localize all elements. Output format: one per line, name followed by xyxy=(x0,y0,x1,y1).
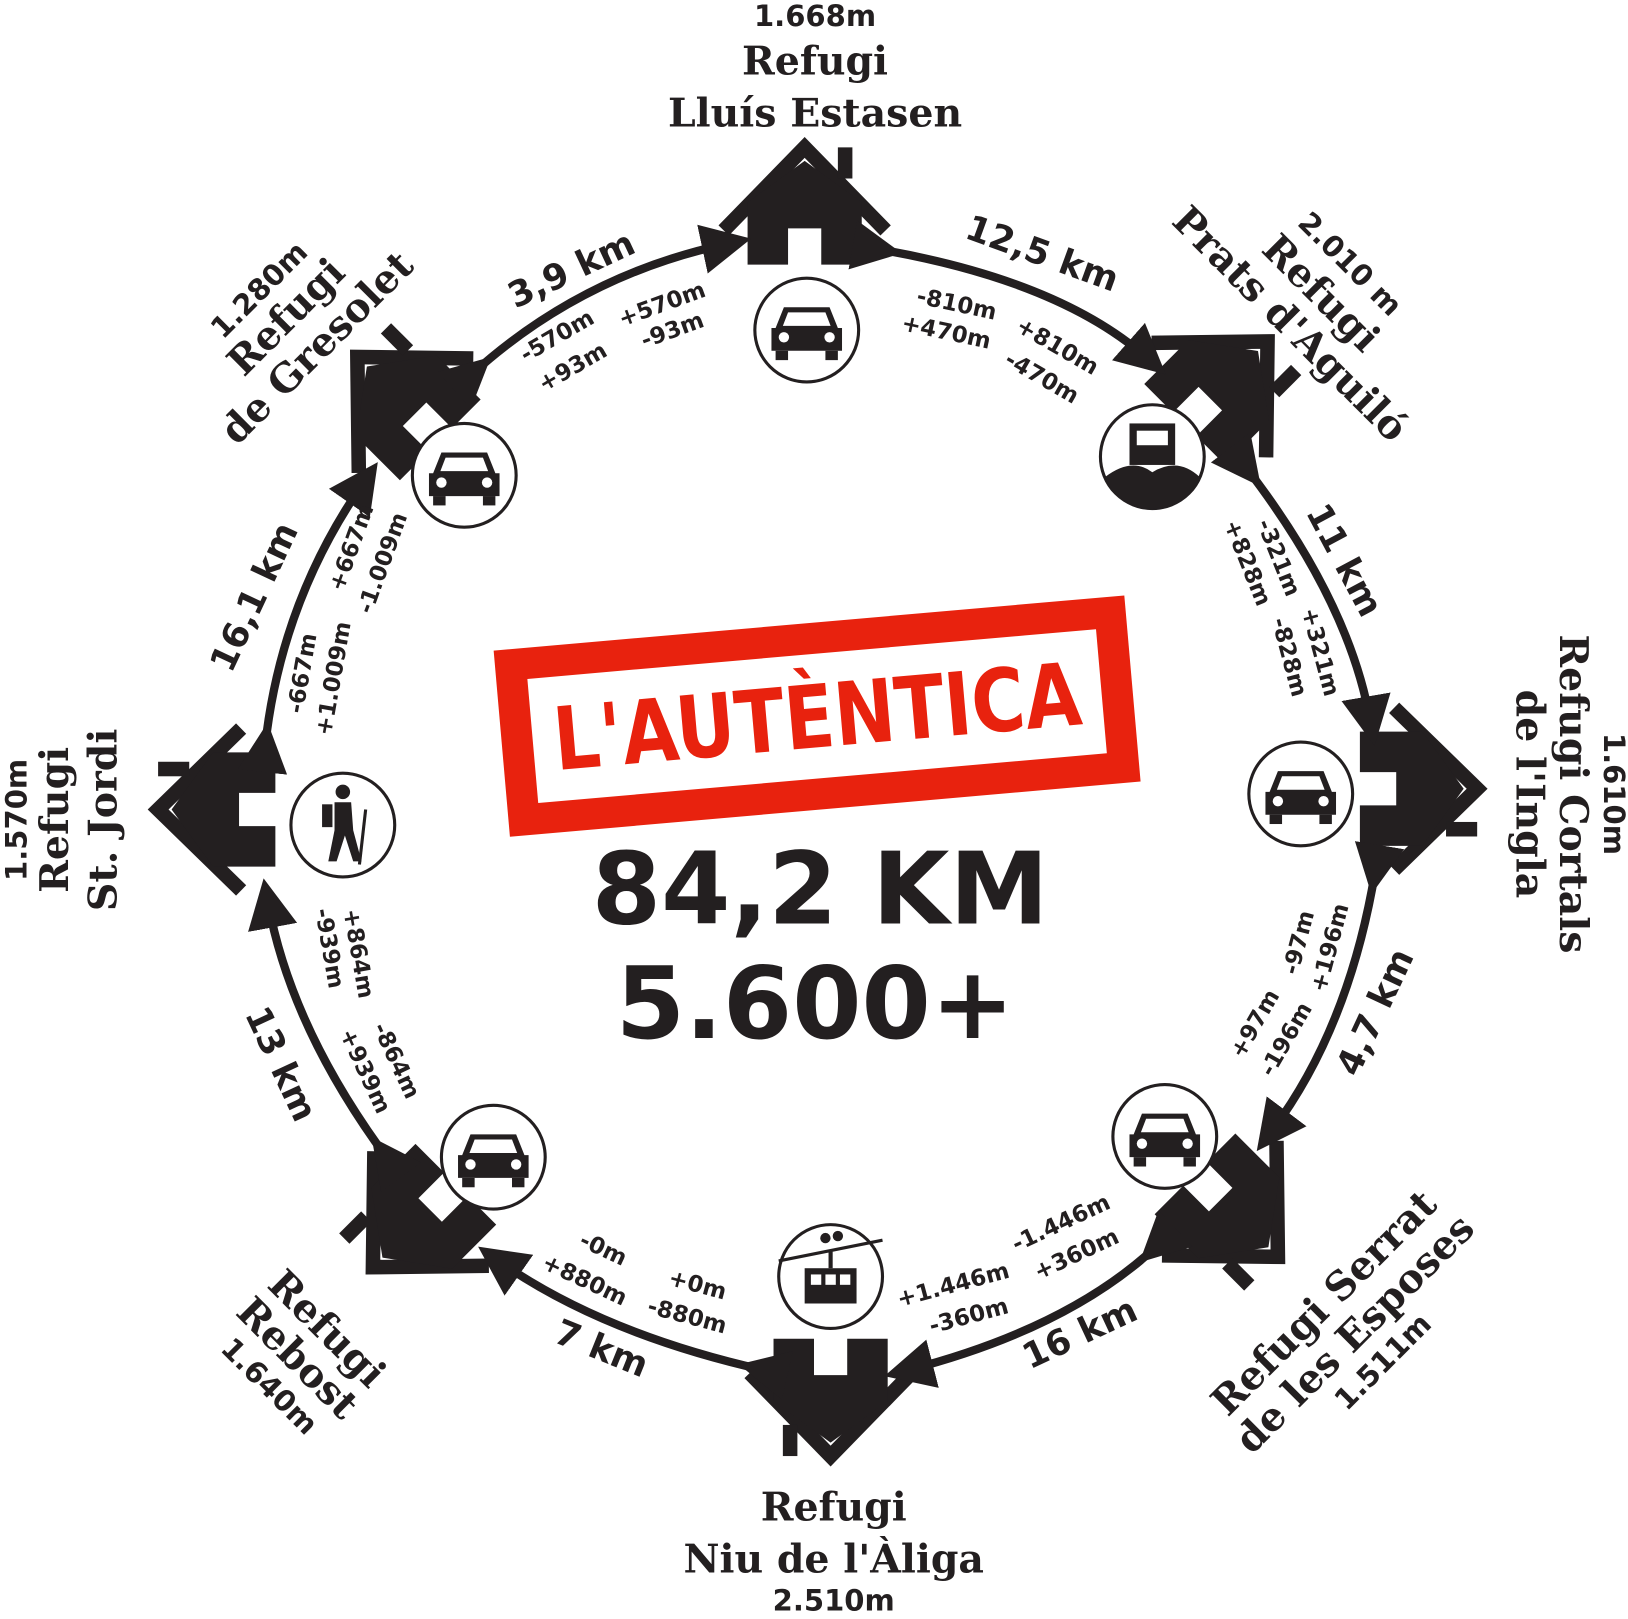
leg-stjordi-gresolet: 16,1 km +667m -1.009m -667m +1.009m xyxy=(202,501,413,738)
leg-distance: 4,7 km xyxy=(1328,942,1422,1082)
leg-niu-rebost: 7 km +0m -880m -0m +880m xyxy=(538,1227,730,1386)
refuge-house-icon-st-jordi xyxy=(158,729,275,891)
leg-rebost-stjordi: 13 km -939m +864m -864m +939m xyxy=(236,906,424,1128)
elevation-text: 1.610m xyxy=(1597,733,1628,855)
refuge-name: Niu de l'Àliga xyxy=(683,1535,983,1582)
elevation-text: 1.570m xyxy=(0,759,33,881)
car-icon xyxy=(439,1103,547,1211)
arrow-stjordi-gresolet xyxy=(237,462,378,775)
elevation-text: 1.668m xyxy=(754,0,876,33)
leg-distance: 13 km xyxy=(236,1000,325,1128)
lautentica-stamp: L'AUTÈNTICA xyxy=(493,595,1141,837)
total-elevation: 5.600+ xyxy=(616,947,1015,1062)
refuge-name: de l'Ingla xyxy=(1507,690,1553,899)
total-distance: 84,2 KM xyxy=(592,833,1049,948)
refuge-name: Refugi Cortals xyxy=(1550,634,1596,953)
elevation-text: 2.510m xyxy=(773,1584,895,1618)
leg-cortals-serrat: 4,7 km -97m +196m +97m -196m xyxy=(1225,901,1422,1082)
label-st-jordi: 1.570m Refugi St. Jordi xyxy=(0,729,127,911)
label-prats-aguilo: 2.010 m Refugi Prats d'Aguiló xyxy=(1163,197,1417,451)
leg-gresolet-estasen: 3,9 km -570m +93m +570m -93m xyxy=(502,223,710,398)
leg-estasen-prats: 12,5 km -810m +470m +810m -470m xyxy=(899,207,1124,409)
cable-car-icon xyxy=(777,1223,885,1330)
label-rebost: Refugi Rebost 1.640m xyxy=(214,1261,394,1441)
refuge-name: Refugi xyxy=(742,39,888,85)
arrow-rebost-stjordi xyxy=(248,878,422,1192)
leg-distance: 7 km xyxy=(549,1312,654,1386)
refuge-house-icon-lluis-estasen xyxy=(724,147,886,264)
route-arrows xyxy=(237,220,1405,1400)
label-niu-aliga: Refugi Niu de l'Àliga 2.510m xyxy=(683,1484,983,1617)
car-icon xyxy=(1247,740,1355,848)
refuge-name: Lluís Estasen xyxy=(668,91,962,137)
leg-prats-cortals: 11 km -321m +828m +321m -828m xyxy=(1218,497,1391,700)
arrow-cortals-serrat xyxy=(1256,841,1405,1152)
car-icon xyxy=(753,276,861,384)
arrow-serrat-niu xyxy=(884,1210,1193,1388)
refuge-house-icon-niu-aliga xyxy=(750,1339,912,1456)
hiker-icon xyxy=(289,771,397,879)
arrow-prats-cortals xyxy=(1210,432,1391,746)
refuge-name: Refugi xyxy=(761,1484,907,1530)
arrow-gresolet-estasen xyxy=(437,224,752,409)
car-icon xyxy=(410,421,518,529)
leg-distance: 12,5 km xyxy=(960,207,1124,300)
jeep-icon xyxy=(1098,403,1206,511)
arrow-niu-rebost xyxy=(478,1246,793,1400)
leg-distance: 16,1 km xyxy=(202,516,307,678)
refuge-house-icon-cortals-ingla xyxy=(1360,708,1477,870)
label-cortals-ingla: 1.610m Refugi Cortals de l'Ingla xyxy=(1507,634,1628,953)
refuge-name: St. Jordi xyxy=(81,729,127,911)
arrow-estasen-prats xyxy=(848,220,1166,375)
car-icon xyxy=(1111,1082,1219,1190)
label-lluis-estasen: 1.668m Refugi Lluís Estasen xyxy=(668,0,962,137)
refuge-name: Refugi xyxy=(32,747,78,893)
